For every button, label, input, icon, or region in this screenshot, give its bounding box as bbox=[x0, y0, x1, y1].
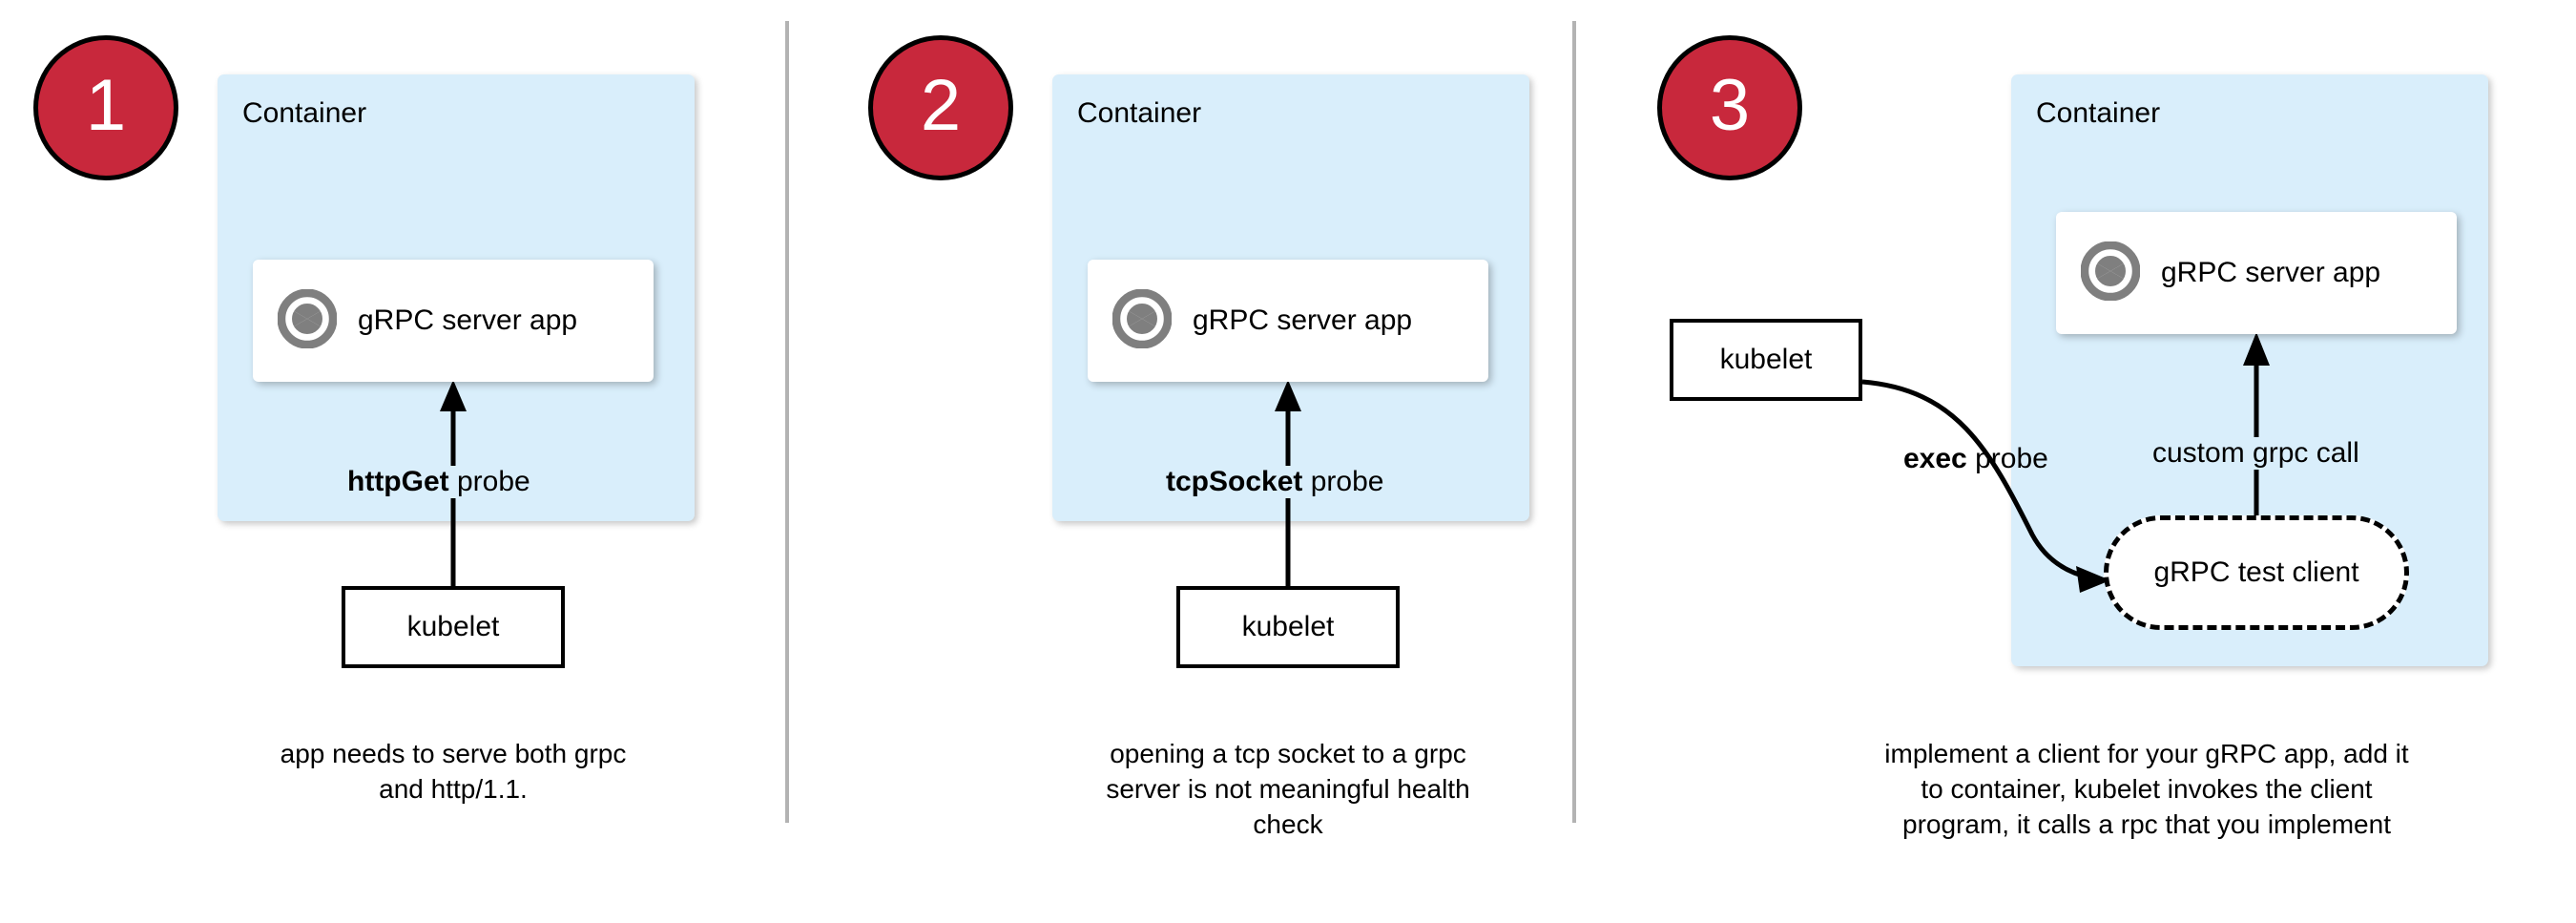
kubelet-box-3: kubelet bbox=[1670, 319, 1862, 401]
probe-type-bold: exec bbox=[1903, 443, 1967, 474]
step-badge-2: 2 bbox=[868, 35, 1013, 180]
panel-divider-1 bbox=[785, 21, 789, 823]
step-badge-number: 3 bbox=[1709, 65, 1751, 146]
caption-line: program, it calls a rpc that you impleme… bbox=[1902, 808, 2391, 839]
probe-type-bold: httpGet bbox=[347, 466, 449, 497]
grpc-server-app-card-2: gRPC server app bbox=[1088, 260, 1488, 382]
grpc-server-app-label: gRPC server app bbox=[358, 304, 578, 336]
grpc-aperture-logo-icon bbox=[2080, 241, 2141, 305]
step-badge-number: 1 bbox=[85, 65, 127, 146]
caption-line: check bbox=[1253, 808, 1323, 839]
probe-suffix: probe bbox=[448, 466, 530, 497]
grpc-aperture-logo-icon bbox=[1111, 288, 1173, 353]
grpc-test-client-label: gRPC test client bbox=[2153, 556, 2359, 588]
caption-line: opening a tcp socket to a grpc bbox=[1110, 739, 1466, 768]
kubelet-box-2: kubelet bbox=[1176, 586, 1400, 668]
grpc-server-app-card-3: gRPC server app bbox=[2056, 212, 2457, 334]
kubelet-label: kubelet bbox=[1719, 344, 1813, 375]
grpc-test-client-box: gRPC test client bbox=[2104, 515, 2409, 630]
httpget-probe-label: httpGet probe bbox=[342, 466, 536, 498]
probe-suffix: probe bbox=[1302, 466, 1384, 497]
caption-line: server is not meaningful health bbox=[1106, 773, 1470, 804]
caption-line: and http/1.1. bbox=[379, 773, 528, 804]
container-label: Container bbox=[2036, 97, 2161, 129]
step-badge-number: 2 bbox=[920, 65, 962, 146]
caption-line: to container, kubelet invokes the client bbox=[1921, 773, 2373, 804]
container-label: Container bbox=[1077, 97, 1202, 129]
container-label: Container bbox=[242, 97, 367, 129]
probe-suffix: probe bbox=[1966, 443, 2048, 474]
grpc-server-app-card-1: gRPC server app bbox=[253, 260, 654, 382]
kubelet-box-1: kubelet bbox=[342, 586, 565, 668]
kubelet-label: kubelet bbox=[1241, 611, 1335, 642]
probe-type-bold: tcpSocket bbox=[1166, 466, 1303, 497]
grpc-server-app-label: gRPC server app bbox=[2161, 257, 2381, 288]
step-badge-3: 3 bbox=[1657, 35, 1802, 180]
custom-grpc-call-label: custom grpc call bbox=[2147, 437, 2365, 470]
panel-caption-3: implement a client for your gRPC app, ad… bbox=[1794, 737, 2500, 843]
grpc-aperture-logo-icon bbox=[277, 288, 338, 353]
exec-probe-label: exec probe bbox=[1903, 443, 2048, 475]
panel-divider-2 bbox=[1572, 21, 1576, 823]
caption-line: app needs to serve both grpc bbox=[280, 739, 627, 768]
step-badge-1: 1 bbox=[33, 35, 178, 180]
grpc-server-app-label: gRPC server app bbox=[1193, 304, 1413, 336]
panel-caption-2: opening a tcp socket to a grpc server is… bbox=[959, 737, 1617, 843]
custom-grpc-call-text: custom grpc call bbox=[2152, 437, 2359, 469]
tcpsocket-probe-label: tcpSocket probe bbox=[1160, 466, 1390, 498]
caption-line: implement a client for your gRPC app, ad… bbox=[1884, 739, 2409, 768]
panel-caption-1: app needs to serve both grpc and http/1.… bbox=[124, 737, 782, 808]
kubelet-label: kubelet bbox=[406, 611, 500, 642]
